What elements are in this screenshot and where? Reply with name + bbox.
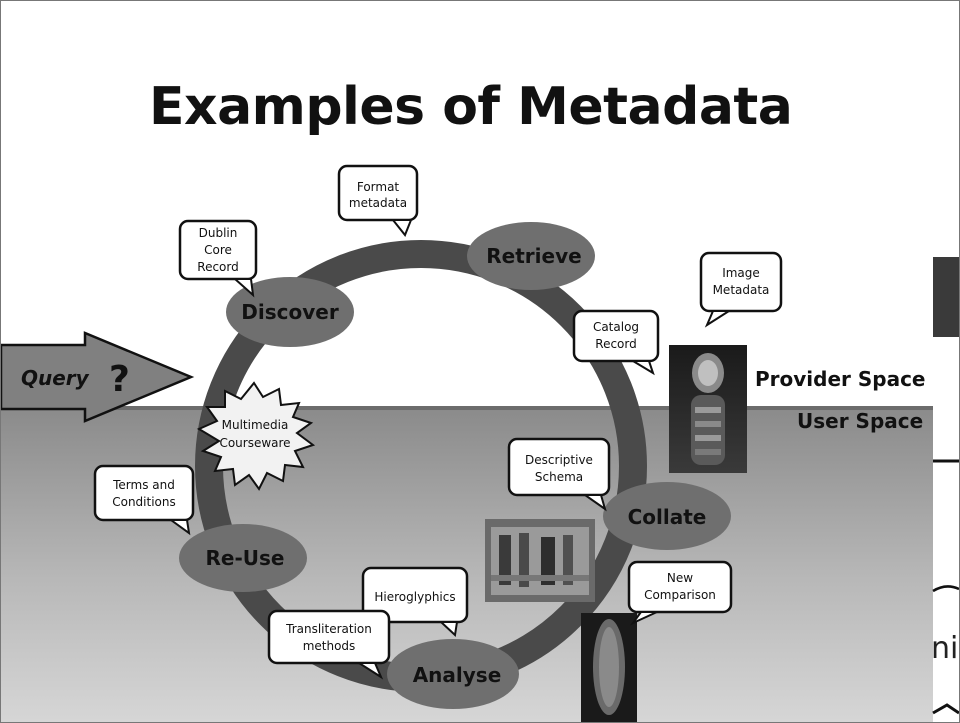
callout-format-metadata: Format metadata: [337, 164, 419, 237]
svg-text:Record: Record: [595, 337, 636, 351]
stage-label-re-use: Re-Use: [206, 546, 285, 570]
query-arrow: Query ?: [1, 331, 195, 423]
callout-descriptive-schema: Descriptive Schema: [507, 437, 611, 512]
stage-label-retrieve: Retrieve: [486, 244, 581, 268]
slide-title: Examples of Metadata: [149, 77, 793, 137]
svg-text:Hieroglyphics: Hieroglyphics: [374, 590, 455, 604]
svg-text:Dublin: Dublin: [199, 226, 238, 240]
svg-text:Catalog: Catalog: [593, 320, 639, 334]
svg-text:Descriptive: Descriptive: [525, 453, 593, 467]
svg-text:Core: Core: [204, 243, 232, 257]
stage-retrieve: Retrieve: [467, 222, 595, 290]
svg-text:Format: Format: [357, 180, 400, 194]
adjacent-slide-fragment: [932, 257, 959, 715]
multimedia-courseware-burst: Multimedia Courseware: [196, 381, 316, 491]
svg-text:Schema: Schema: [535, 470, 583, 484]
provider-space-label: Provider Space: [755, 367, 926, 391]
callout-hieroglyphics: Hieroglyphics: [361, 566, 469, 638]
stage-analyse: Analyse: [387, 639, 519, 709]
stage-label-analyse: Analyse: [413, 663, 502, 687]
svg-text:metadata: metadata: [349, 196, 407, 210]
svg-text:New: New: [667, 571, 693, 585]
space-divider-line: [1, 406, 933, 410]
user-space-label: User Space: [797, 409, 924, 433]
svg-text:Record: Record: [197, 260, 238, 274]
callout-catalog-record: Catalog Record: [572, 309, 660, 376]
svg-text:Image: Image: [722, 266, 760, 280]
svg-text:Metadata: Metadata: [713, 283, 770, 297]
burst-line-1: Multimedia: [222, 418, 289, 432]
stage-label-collate: Collate: [628, 505, 707, 529]
svg-text:Conditions: Conditions: [112, 495, 176, 509]
svg-text:methods: methods: [303, 639, 356, 653]
stage-discover: Discover: [226, 277, 354, 347]
stage-label-discover: Discover: [241, 300, 339, 324]
svg-text:Comparison: Comparison: [644, 588, 716, 602]
callout-dublin-core-record: Dublin Core Record: [178, 219, 258, 298]
query-label: Query: [21, 366, 90, 390]
callout-transliteration-methods: Transliteration methods: [267, 609, 391, 680]
callout-image-metadata: Image Metadata: [699, 251, 783, 328]
stage-collate: Collate: [603, 482, 731, 550]
callout-new-comparison: New Comparison: [627, 560, 733, 626]
burst-line-2: Courseware: [219, 436, 290, 450]
adjacent-slide-text: nic: [931, 631, 959, 666]
query-question-mark: ?: [109, 359, 130, 400]
stage-re-use: Re-Use: [179, 524, 307, 592]
hieroglyphic-painting-image: [485, 519, 595, 602]
mummy-coffin-image: [669, 345, 747, 473]
svg-text:Terms and: Terms and: [112, 478, 175, 492]
svg-text:Transliteration: Transliteration: [285, 622, 372, 636]
mummy-bottom-image: [581, 613, 637, 722]
callout-terms-and-conditions: Terms and Conditions: [93, 464, 195, 536]
